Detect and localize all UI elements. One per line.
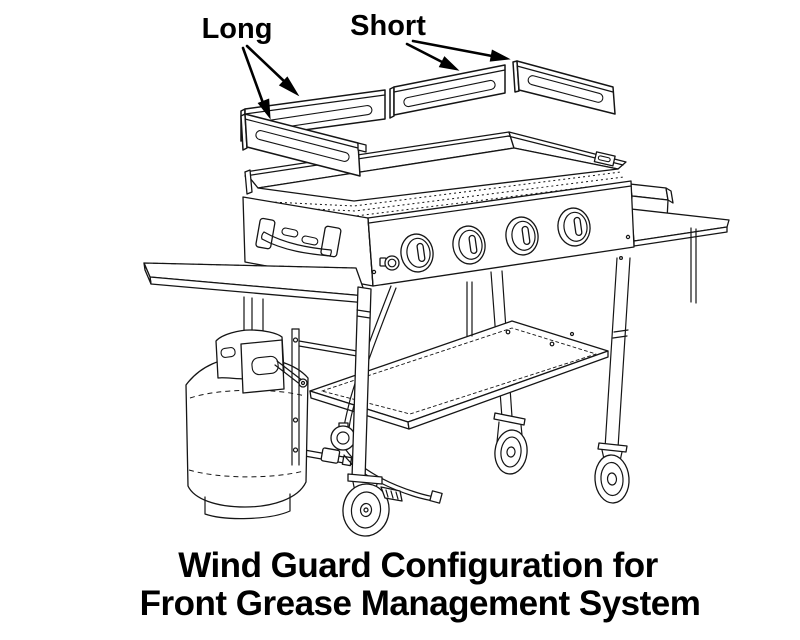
long-arrow-to-front-panel — [241, 46, 271, 120]
propane-tank — [185, 328, 309, 520]
griddle-top — [244, 131, 628, 217]
tank-collar — [215, 329, 285, 394]
igniter-button — [379, 255, 400, 271]
burner-knobs — [400, 207, 591, 273]
front-right-caster — [594, 442, 630, 504]
wind-guard-mount-tab — [593, 151, 616, 167]
short-arrow-to-back-panel — [405, 42, 460, 71]
front-left-leg — [351, 286, 372, 481]
bottom-shelf — [309, 320, 609, 430]
wind-guard-short-side-panel — [512, 60, 616, 115]
left-shelf — [143, 262, 368, 341]
body-front-face — [367, 180, 635, 287]
right-shelf — [630, 208, 730, 304]
griddle-plate — [257, 147, 619, 202]
caption-line-1: Wind Guard Configuration for — [178, 546, 658, 585]
rear-left-caster — [493, 412, 528, 475]
caption-line-2: Front Grease Management System — [139, 584, 701, 623]
wind-guard-long-front-panel — [240, 113, 367, 177]
tank-bracket — [298, 340, 358, 467]
long-arrow-to-back-panel — [245, 44, 300, 97]
front-right-leg — [604, 257, 631, 449]
front-left-caster-with-brake — [342, 473, 403, 537]
long-label: Long — [201, 13, 273, 45]
short-arrow-to-side-panel — [411, 39, 511, 62]
wind-guard-short-back-panel — [389, 64, 506, 119]
short-label: Short — [350, 10, 426, 42]
side-handle — [255, 217, 342, 258]
